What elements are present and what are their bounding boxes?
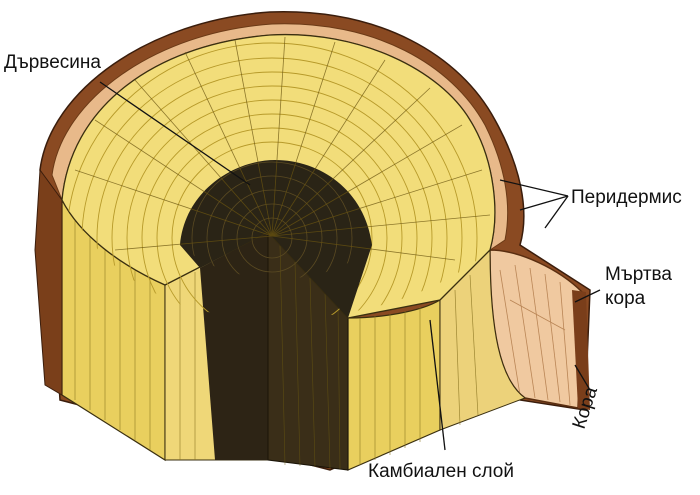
leader-periderm-1: [499, 179, 569, 197]
label-periderm: Перидермис: [571, 187, 682, 208]
leader-bark: [574, 364, 591, 391]
leader-periderm-2: [519, 195, 569, 211]
label-dead-bark-line2: кора: [605, 288, 646, 309]
right-front-face: [347, 298, 441, 471]
leader-periderm-3: [544, 195, 569, 229]
leader-dead-bark: [574, 289, 601, 303]
leader-wood: [99, 81, 251, 186]
leader-cambium: [429, 319, 446, 451]
heartwood: [180, 160, 372, 318]
label-cambium: Камбиален слой: [368, 461, 514, 482]
label-dead-bark-line1: Мъртва: [605, 264, 672, 285]
label-wood: Дървесина: [4, 52, 101, 73]
